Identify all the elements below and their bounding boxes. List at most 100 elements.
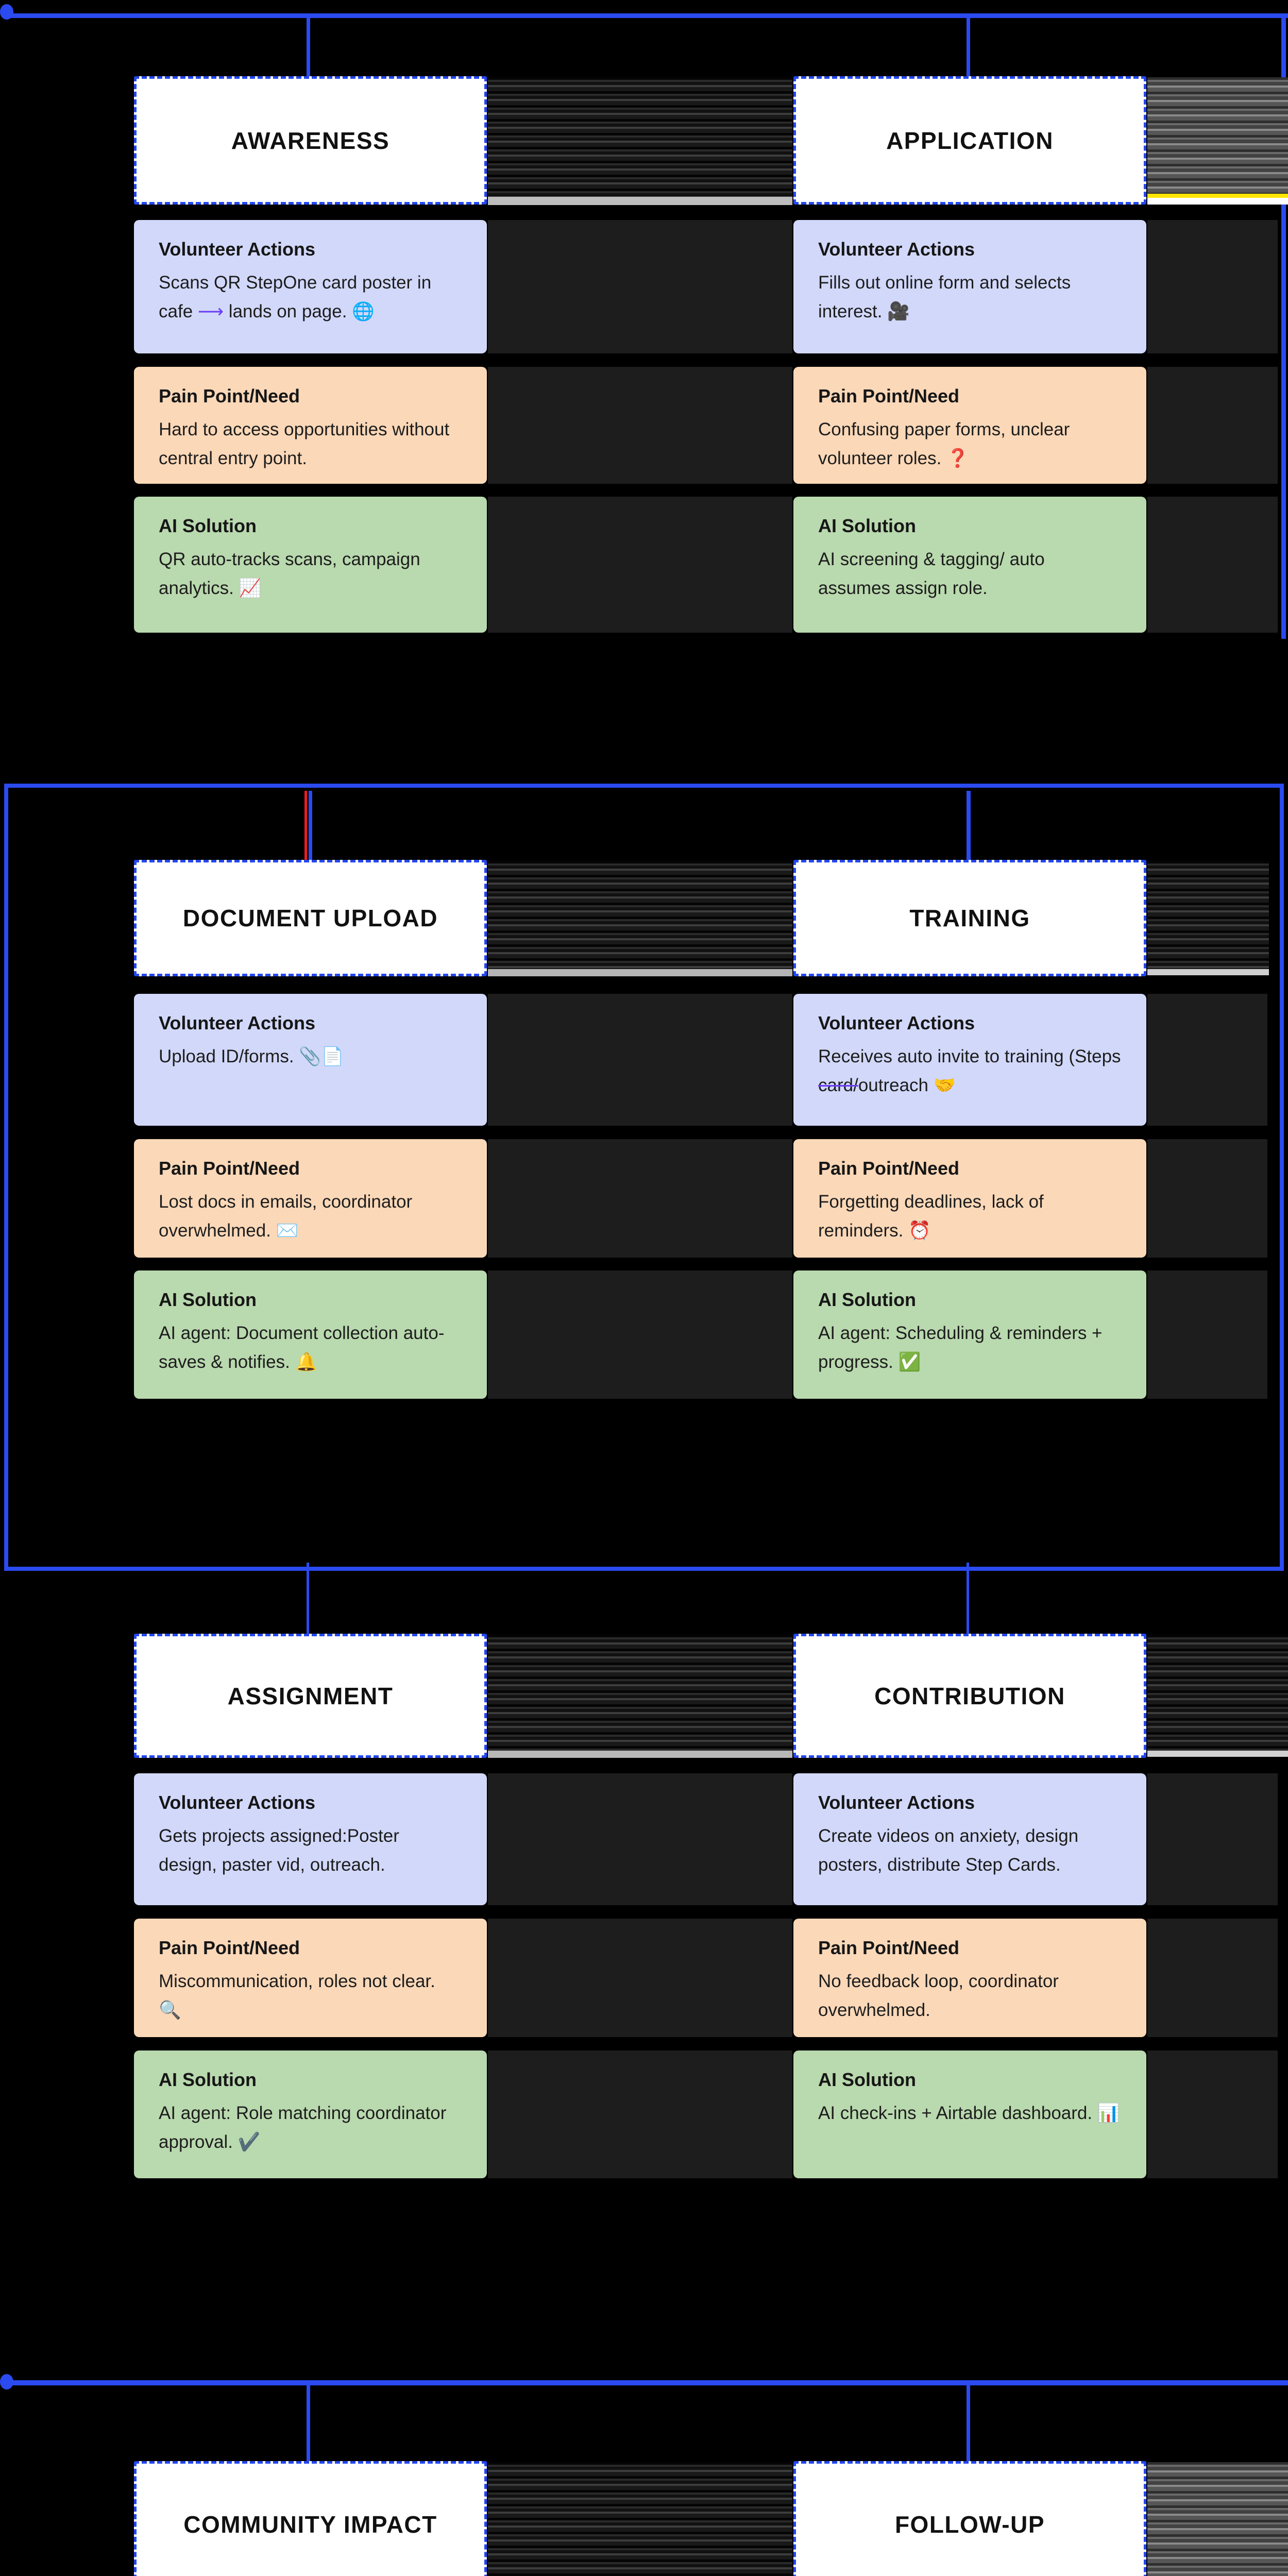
card-label: AI Solution bbox=[159, 2069, 257, 2090]
placeholder-edge bbox=[1147, 1751, 1288, 1757]
card-assignment-ai-solution[interactable]: AI Solution AI agent: Role matching coor… bbox=[134, 2050, 487, 2178]
card-label: Pain Point/Need bbox=[818, 385, 960, 406]
connector-line-red bbox=[304, 791, 307, 860]
card-training-pain-point[interactable]: Pain Point/Need Forgetting deadlines, la… bbox=[793, 1139, 1146, 1258]
stage-header-community-impact[interactable]: COMMUNITY IMPACT bbox=[134, 2461, 487, 2576]
card-application-volunteer-actions[interactable]: Volunteer Actions Fills out online form … bbox=[793, 220, 1146, 353]
placeholder-edge bbox=[488, 1751, 792, 1758]
card-label: Volunteer Actions bbox=[818, 239, 975, 260]
stage-header-document-upload[interactable]: DOCUMENT UPLOAD bbox=[134, 860, 487, 976]
stage-header-training[interactable]: TRAINING bbox=[793, 860, 1146, 976]
arrow-right-icon: ⟶ bbox=[197, 301, 224, 321]
card-body: AI check-ins + Airtable dashboard. 📊 bbox=[818, 2103, 1120, 2123]
stage-title: AWARENESS bbox=[231, 127, 390, 154]
card-body: Create videos on anxiety, design posters… bbox=[818, 1826, 1079, 1875]
card-contribution-volunteer-actions[interactable]: Volunteer Actions Create videos on anxie… bbox=[793, 1773, 1146, 1905]
card-label: AI Solution bbox=[159, 1289, 257, 1310]
card-label: Pain Point/Need bbox=[818, 1937, 960, 1958]
stage-title: FOLLOW-UP bbox=[894, 2511, 1045, 2538]
card-assignment-volunteer-actions[interactable]: Volunteer Actions Gets projects assigned… bbox=[134, 1773, 487, 1905]
stage-title: ASSIGNMENT bbox=[227, 1682, 394, 1709]
empty-cell bbox=[1147, 2050, 1278, 2178]
empty-column-placeholder bbox=[1147, 1635, 1288, 1751]
card-awareness-pain-point[interactable]: Pain Point/Need Hard to access opportuni… bbox=[134, 367, 487, 484]
card-training-ai-solution[interactable]: AI Solution AI agent: Scheduling & remin… bbox=[793, 1270, 1146, 1399]
stage-title: TRAINING bbox=[909, 905, 1030, 931]
empty-cell bbox=[1147, 497, 1278, 633]
card-body: Hard to access opportunities without cen… bbox=[159, 419, 450, 468]
card-label: Pain Point/Need bbox=[159, 1158, 300, 1179]
empty-cell bbox=[488, 367, 792, 484]
stage-header-follow-up[interactable]: FOLLOW-UP bbox=[793, 2461, 1146, 2576]
connector-line bbox=[309, 791, 312, 860]
section-frame bbox=[4, 784, 1284, 1571]
empty-column-placeholder bbox=[488, 77, 792, 197]
empty-cell bbox=[488, 497, 792, 633]
card-body: QR auto-tracks scans, campaign analytics… bbox=[159, 549, 420, 598]
empty-cell bbox=[1147, 994, 1267, 1126]
card-contribution-pain-point[interactable]: Pain Point/Need No feedback loop, coordi… bbox=[793, 1919, 1146, 2037]
card-awareness-ai-solution[interactable]: AI Solution QR auto-tracks scans, campai… bbox=[134, 497, 487, 633]
card-body: Upload ID/forms. 📎📄 bbox=[159, 1046, 344, 1066]
empty-cell bbox=[1147, 1139, 1267, 1258]
connector-line bbox=[5, 13, 1288, 18]
card-body: No feedback loop, coordinator overwhelme… bbox=[818, 1971, 1059, 2020]
empty-cell bbox=[488, 1270, 792, 1399]
card-label: Pain Point/Need bbox=[818, 1158, 960, 1179]
card-label: AI Solution bbox=[818, 515, 916, 536]
empty-cell bbox=[1147, 1919, 1278, 2037]
connector-line bbox=[307, 2385, 310, 2461]
stage-header-contribution[interactable]: CONTRIBUTION bbox=[793, 1634, 1146, 1758]
stage-header-awareness[interactable]: AWARENESS bbox=[134, 76, 487, 205]
stage-title: APPLICATION bbox=[886, 127, 1054, 154]
card-awareness-volunteer-actions[interactable]: Volunteer Actions Scans QR StepOne card … bbox=[134, 220, 487, 353]
connector-line bbox=[1281, 15, 1286, 639]
card-assignment-pain-point[interactable]: Pain Point/Need Miscommunication, roles … bbox=[134, 1919, 487, 2037]
card-document-upload-ai-solution[interactable]: AI Solution AI agent: Document collectio… bbox=[134, 1270, 487, 1399]
card-label: AI Solution bbox=[818, 1289, 916, 1310]
empty-cell bbox=[488, 1773, 792, 1905]
connector-line bbox=[307, 1563, 309, 1634]
card-body: Miscommunication, roles not clear. 🔍 bbox=[159, 1971, 435, 2020]
card-body: Gets projects assigned:Poster design, pa… bbox=[159, 1826, 399, 1875]
card-label: Volunteer Actions bbox=[159, 239, 316, 260]
placeholder-edge-yellow bbox=[1147, 194, 1288, 198]
empty-cell bbox=[488, 1919, 792, 2037]
card-contribution-ai-solution[interactable]: AI Solution AI check-ins + Airtable dash… bbox=[793, 2050, 1146, 2178]
stage-title: CONTRIBUTION bbox=[874, 1682, 1065, 1709]
card-label: Pain Point/Need bbox=[159, 385, 300, 406]
stage-header-application[interactable]: APPLICATION bbox=[793, 76, 1146, 205]
card-training-volunteer-actions[interactable]: Volunteer Actions Receives auto invite t… bbox=[793, 994, 1146, 1126]
card-label: Volunteer Actions bbox=[159, 1792, 316, 1813]
empty-cell bbox=[1147, 1270, 1267, 1399]
card-document-upload-pain-point[interactable]: Pain Point/Need Lost docs in emails, coo… bbox=[134, 1139, 487, 1258]
card-application-pain-point[interactable]: Pain Point/Need Confusing paper forms, u… bbox=[793, 367, 1146, 484]
stage-title: COMMUNITY IMPACT bbox=[183, 2511, 437, 2538]
card-body: Scans QR StepOne card poster in cafe ⟶ l… bbox=[159, 273, 432, 321]
empty-column-placeholder bbox=[488, 861, 792, 969]
card-label: Volunteer Actions bbox=[818, 1792, 975, 1813]
connector-line bbox=[967, 18, 970, 77]
stage-header-assignment[interactable]: ASSIGNMENT bbox=[134, 1634, 487, 1758]
card-document-upload-volunteer-actions[interactable]: Volunteer Actions Upload ID/forms. 📎📄 bbox=[134, 994, 487, 1126]
card-application-ai-solution[interactable]: AI Solution AI screening & tagging/ auto… bbox=[793, 497, 1146, 633]
card-label: AI Solution bbox=[818, 2069, 916, 2090]
connector-line bbox=[967, 791, 971, 860]
empty-column-placeholder bbox=[1147, 2462, 1288, 2576]
connector-line bbox=[307, 18, 310, 77]
empty-column-placeholder bbox=[1147, 77, 1288, 194]
placeholder-edge bbox=[488, 197, 792, 205]
empty-column-placeholder bbox=[488, 1635, 792, 1751]
empty-cell bbox=[1147, 220, 1278, 353]
empty-cell bbox=[1147, 367, 1278, 484]
card-body: AI screening & tagging/ auto assumes ass… bbox=[818, 549, 1045, 598]
card-label: AI Solution bbox=[159, 515, 257, 536]
card-label: Volunteer Actions bbox=[818, 1012, 975, 1033]
empty-column-placeholder bbox=[488, 2462, 792, 2576]
empty-cell bbox=[488, 1139, 792, 1258]
card-body: AI agent: Scheduling & reminders + progr… bbox=[818, 1323, 1103, 1372]
stage-title: DOCUMENT UPLOAD bbox=[182, 905, 438, 931]
card-body: AI agent: Role matching coordinator appr… bbox=[159, 2103, 447, 2152]
card-body: Fills out online form and selects intere… bbox=[818, 273, 1071, 321]
